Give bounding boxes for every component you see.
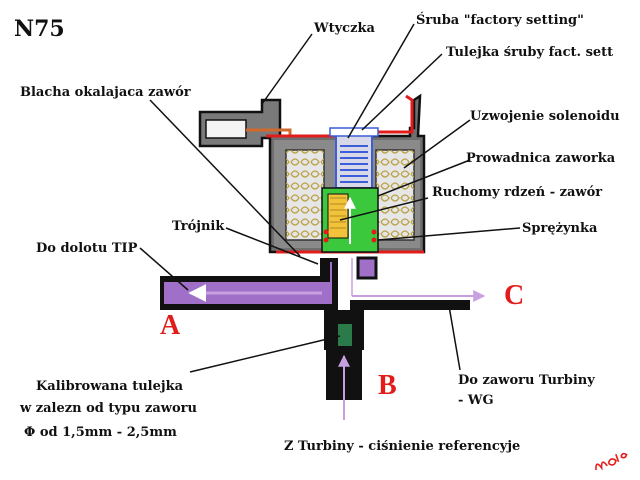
port-a: A — [160, 310, 181, 341]
label-factory-screw: Śruba "factory setting" — [416, 11, 584, 28]
calibrated-sleeve — [338, 324, 352, 346]
tee-pipe — [160, 256, 486, 420]
outer-sheet — [266, 94, 414, 138]
label-calibrated-3: Φ od 1,5mm - 2,5mm — [24, 425, 177, 440]
label-core: Ruchomy rdzeń - zawór — [432, 185, 602, 200]
label-sheet: Blacha okalajaca zawór — [20, 85, 191, 100]
label-windings: Uzwojenie solenoidu — [470, 109, 620, 124]
label-calibrated-2: w zalezn od typu zaworu — [19, 401, 197, 416]
factory-screw — [329, 127, 379, 189]
label-tee: Trójnik — [172, 219, 225, 234]
port-b: B — [378, 370, 397, 401]
label-spring: Sprężynka — [522, 221, 598, 236]
label-wastegate-2: - WG — [458, 393, 494, 408]
label-plug: Wtyczka — [313, 21, 375, 36]
label-guide: Prowadnica zaworka — [466, 151, 616, 166]
label-turbine: Z Turbiny - ciśnienie referencyje — [284, 439, 520, 454]
label-calibrated-1: Kalibrowana tulejka — [36, 379, 184, 394]
spring — [323, 229, 377, 243]
label-screw-sleeve: Tulejka śruby fact. sett — [446, 45, 613, 60]
diagram-title: N75 — [14, 16, 65, 42]
valve-guide — [321, 187, 379, 253]
label-intake: Do dolotu TIP — [36, 241, 138, 256]
port-c: C — [504, 280, 524, 311]
leader-lines — [139, 23, 521, 373]
author-signature — [595, 452, 628, 471]
label-wastegate-1: Do zaworu Turbiny — [458, 373, 595, 388]
